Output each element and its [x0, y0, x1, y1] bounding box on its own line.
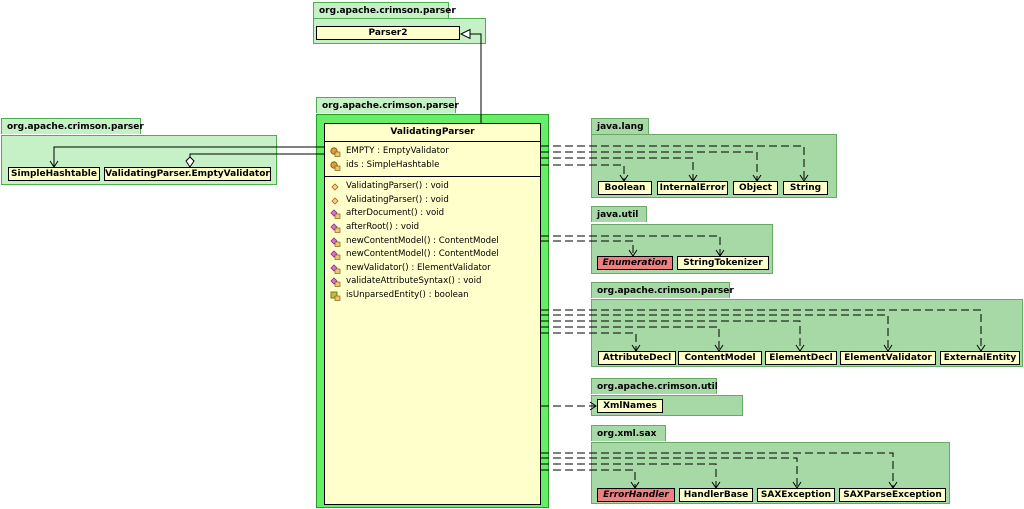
package-tab-crimson-parser: org.apache.crimson.parser [591, 282, 734, 298]
package-tab-java-lang: java.lang [591, 118, 649, 134]
class-externalentity[interactable]: ExternalEntity [940, 351, 1020, 365]
protected-method-icon [330, 264, 341, 274]
fields-section: EMPTY : EmptyValidator ids : SimpleHasht… [325, 142, 540, 178]
class-attributedecl[interactable]: AttributeDecl [598, 351, 676, 365]
package-tab-xml-sax: org.xml.sax [591, 425, 666, 441]
field-ids[interactable]: ids : SimpleHashtable [325, 159, 540, 173]
class-boolean[interactable]: Boolean [598, 181, 652, 195]
constructor-icon [331, 183, 339, 191]
static-field-icon [330, 147, 341, 157]
protected-method-icon [330, 236, 341, 247]
package-tab-left: org.apache.crimson.parser [1, 118, 144, 134]
class-elementdecl[interactable]: ElementDecl [765, 351, 837, 365]
class-title: ValidatingParser [325, 124, 540, 142]
method-validateattributesyntax[interactable]: validateAttributeSyntax() : void [325, 275, 540, 289]
package-tab-main: org.apache.crimson.parser [316, 97, 459, 113]
package-method-icon [330, 291, 341, 301]
method-constructor-1[interactable]: ValidatingParser() : void [325, 180, 540, 194]
class-internalerror[interactable]: InternalError [657, 181, 728, 195]
protected-method-icon [330, 277, 341, 288]
package-tab-crimson-util: org.apache.crimson.util [591, 378, 718, 394]
static-field-icon [330, 160, 341, 171]
class-xmlnames[interactable]: XmlNames [597, 399, 663, 413]
method-afterroot[interactable]: afterRoot() : void [325, 221, 540, 235]
class-string[interactable]: String [783, 181, 828, 195]
constructor-icon [331, 197, 339, 205]
class-contentmodel[interactable]: ContentModel [678, 351, 762, 365]
method-isunparsedentity[interactable]: isUnparsedEntity() : boolean [325, 289, 540, 303]
protected-method-icon [330, 223, 341, 233]
method-newcontentmodel-1[interactable]: newContentModel() : ContentModel [325, 235, 540, 249]
interface-errorhandler[interactable]: ErrorHandler [597, 488, 675, 502]
package-tab-java-util: java.util [591, 206, 647, 222]
interface-enumeration[interactable]: Enumeration [597, 256, 673, 270]
class-saxexception[interactable]: SAXException [757, 488, 835, 502]
method-afterdocument[interactable]: afterDocument() : void [325, 207, 540, 221]
method-constructor-2[interactable]: ValidatingParser() : void [325, 194, 540, 208]
class-validatingparser[interactable]: ValidatingParser EMPTY : EmptyValidator … [324, 123, 541, 505]
protected-method-icon [330, 209, 341, 220]
class-object[interactable]: Object [733, 181, 778, 195]
protected-method-icon [330, 250, 341, 260]
class-saxparseexception[interactable]: SAXParseException [839, 488, 946, 502]
field-empty[interactable]: EMPTY : EmptyValidator [325, 145, 540, 159]
package-tab-parser2: org.apache.crimson.parser [313, 2, 456, 18]
class-parser2[interactable]: Parser2 [316, 26, 460, 40]
methods-section: ValidatingParser() : void ValidatingPars… [325, 177, 540, 306]
class-emptyvalidator[interactable]: ValidatingParser.EmptyValidator [104, 167, 271, 181]
method-newcontentmodel-2[interactable]: newContentModel() : ContentModel [325, 248, 540, 262]
class-stringtokenizer[interactable]: StringTokenizer [677, 256, 769, 270]
method-newvalidator[interactable]: newValidator() : ElementValidator [325, 262, 540, 276]
